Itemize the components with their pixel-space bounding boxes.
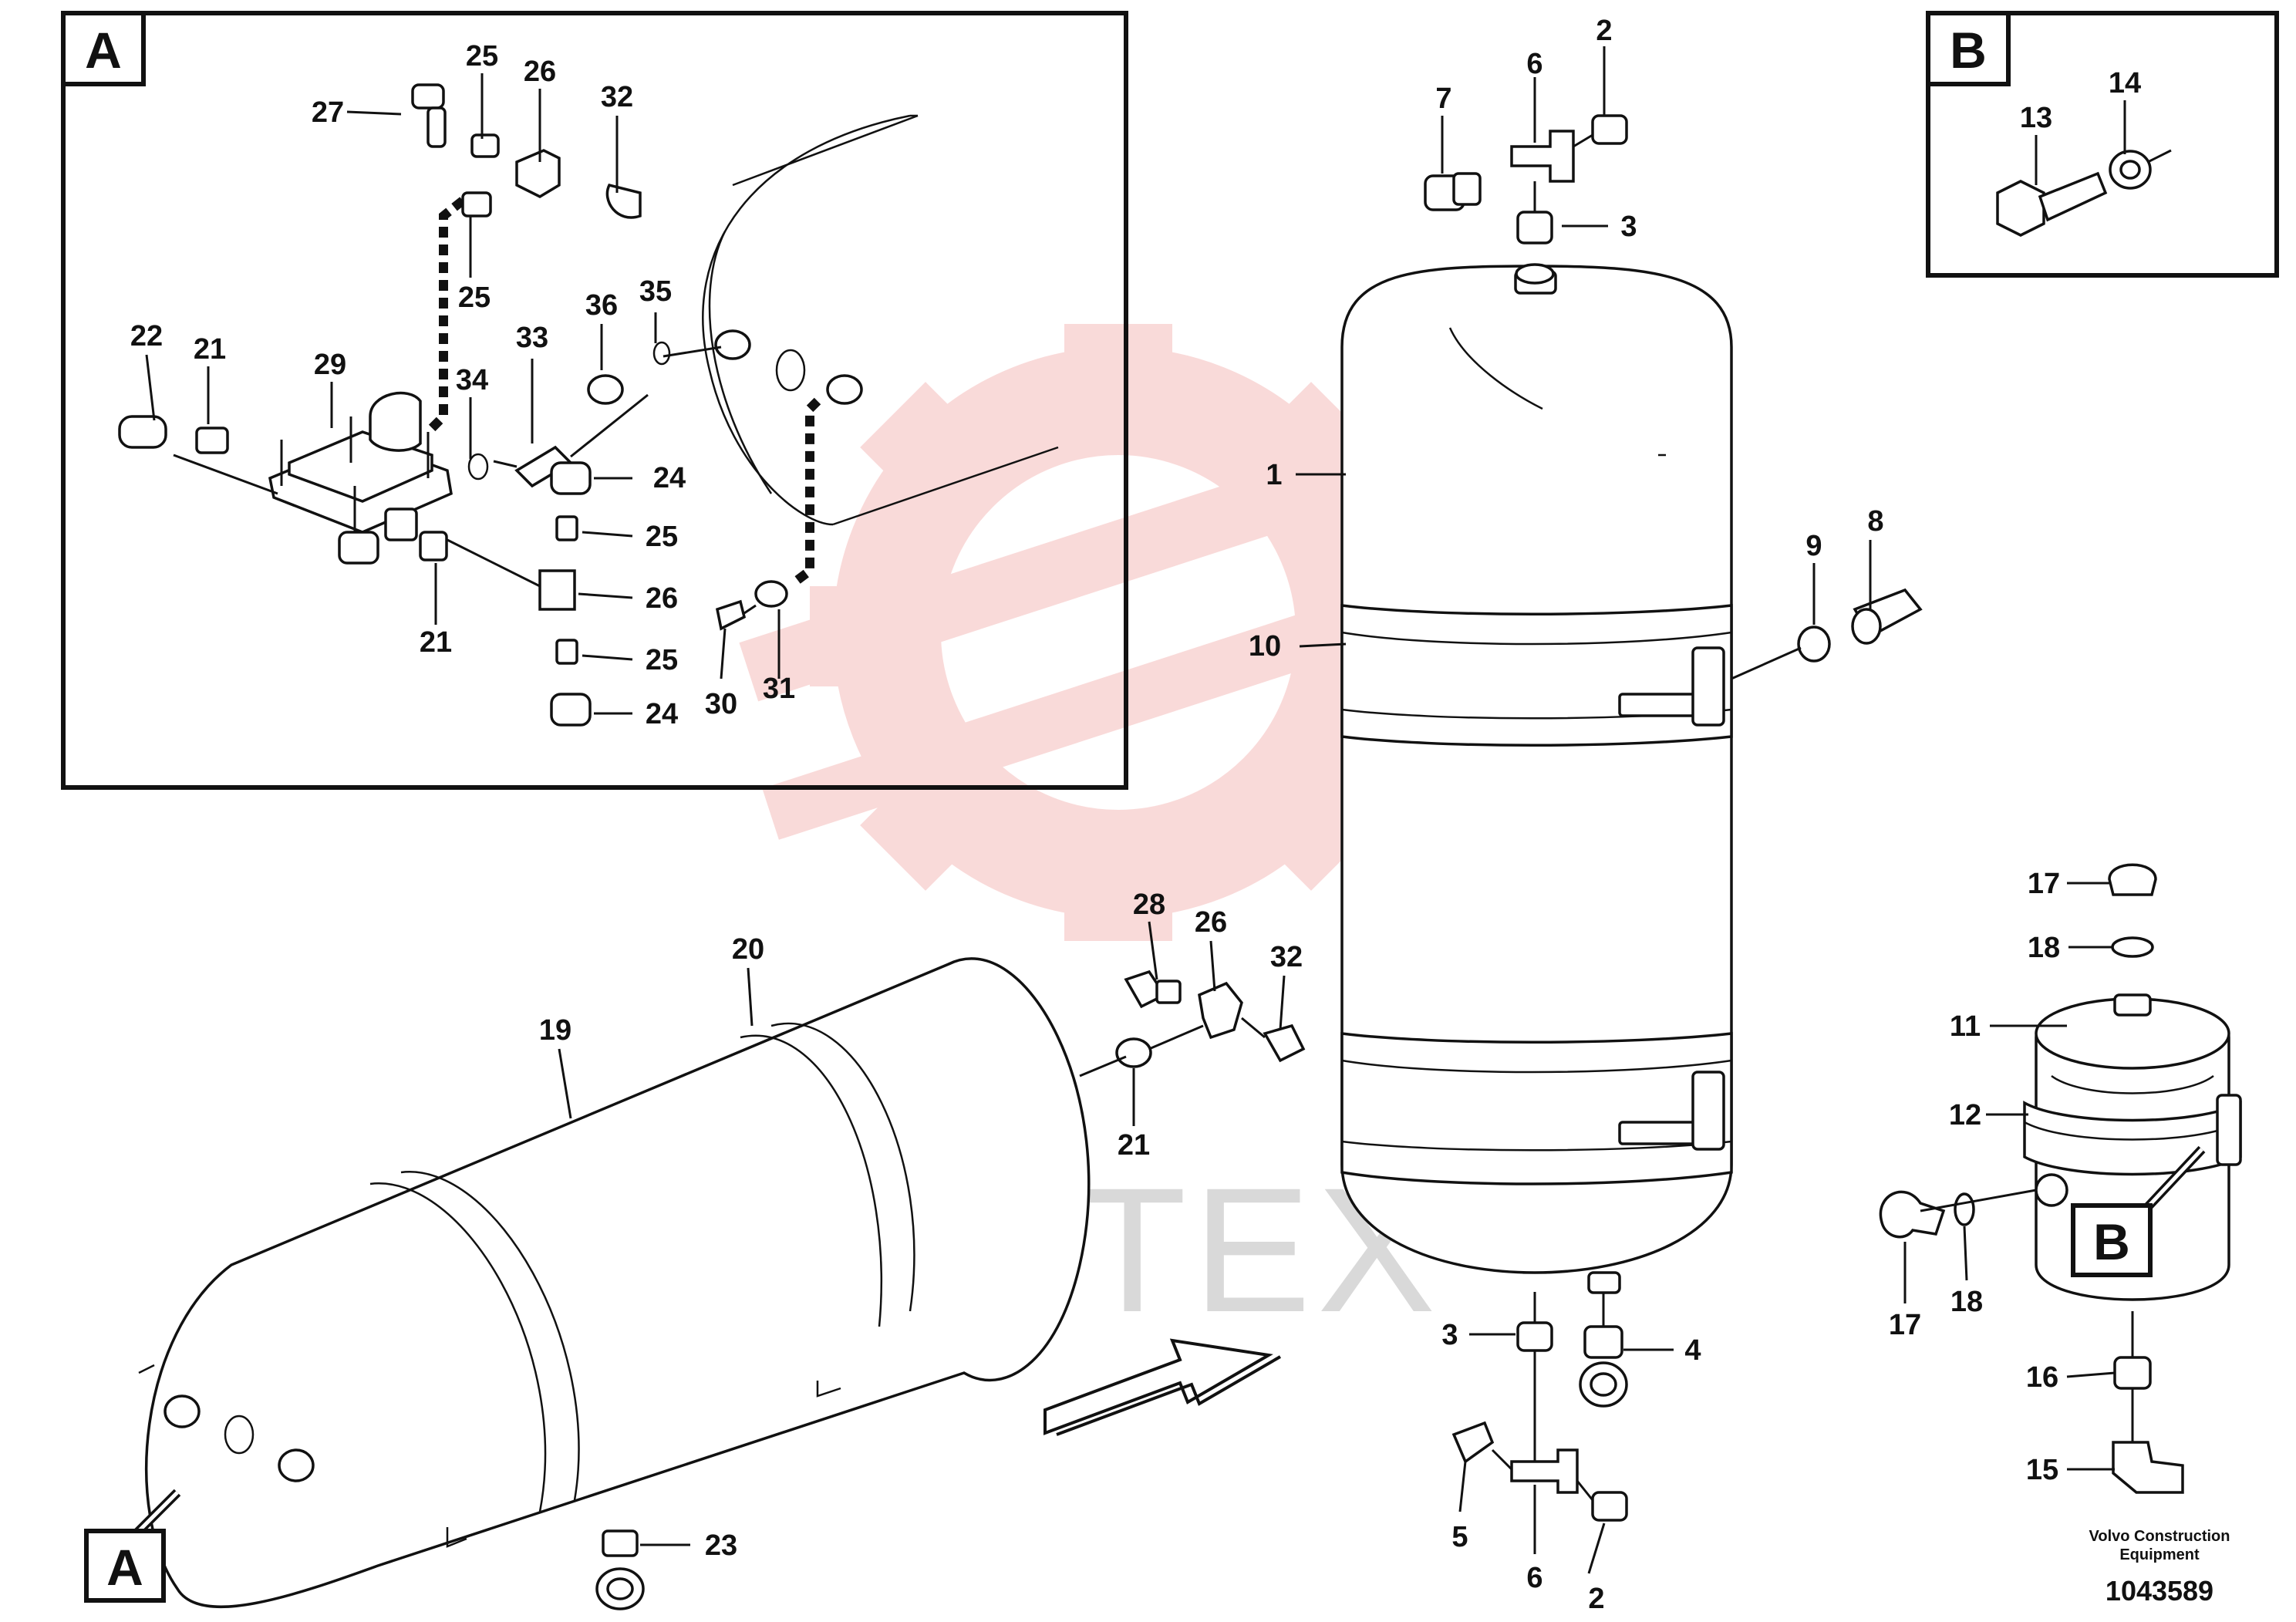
detail-a-leaders <box>145 73 781 715</box>
label-4: 4 <box>1684 1334 1701 1367</box>
label-21: 21 <box>194 333 226 366</box>
label-2: 2 <box>1596 15 1612 47</box>
label-24: 24 <box>646 698 678 730</box>
horizontal-tank <box>138 957 1091 1610</box>
label-12: 12 <box>1949 1099 1981 1131</box>
detail-box-b-letter: B <box>1950 22 1987 79</box>
label-27: 27 <box>312 96 344 129</box>
label-34: 34 <box>456 364 488 396</box>
label-2: 2 <box>1588 1583 1604 1615</box>
vertical-tank-fittings <box>1424 114 1923 1522</box>
label-26: 26 <box>524 56 556 88</box>
detail-box-b: B 13 14 <box>1926 11 2279 278</box>
company-line-2: Equipment <box>2119 1546 2200 1563</box>
horizontal-tank-fittings <box>1079 969 1306 1077</box>
horizontal-tank-leaders <box>558 921 1286 1546</box>
vertical-tank <box>1340 263 1733 1294</box>
label-26: 26 <box>646 582 678 615</box>
label-32: 32 <box>601 81 633 113</box>
label-15: 15 <box>2026 1454 2058 1486</box>
label-17: 17 <box>2028 868 2060 900</box>
label-21: 21 <box>1118 1129 1150 1162</box>
label-14: 14 <box>2109 67 2141 99</box>
label-24: 24 <box>653 462 686 494</box>
vertical-tank-leaders <box>1296 46 1872 1574</box>
callout-b-letter: B <box>2093 1213 2130 1270</box>
label-35: 35 <box>639 275 672 308</box>
label-22: 22 <box>130 320 163 352</box>
label-31: 31 <box>763 673 795 705</box>
label-18: 18 <box>1950 1286 1983 1318</box>
watermark-gear-logo <box>739 324 1427 941</box>
label-25: 25 <box>646 644 678 676</box>
drawing-number: 1043589 <box>2106 1575 2213 1607</box>
label-13: 13 <box>2020 102 2052 134</box>
label-21: 21 <box>420 626 452 659</box>
detail-box-a-letter: A <box>85 22 122 79</box>
label-6: 6 <box>1526 48 1542 80</box>
label-33: 33 <box>516 322 548 354</box>
callout-a: A <box>84 1489 181 1603</box>
label-16: 16 <box>2026 1361 2058 1394</box>
label-19: 19 <box>539 1014 571 1047</box>
label-36: 36 <box>585 289 618 322</box>
label-25: 25 <box>458 282 491 314</box>
callout-a-letter: A <box>106 1539 143 1596</box>
label-1: 1 <box>1266 459 1282 491</box>
label-32: 32 <box>1270 941 1303 973</box>
small-tank-leaders <box>1903 882 2116 1471</box>
label-6: 6 <box>1526 1562 1542 1594</box>
label-8: 8 <box>1867 505 1883 538</box>
detail-a-tank <box>702 114 1059 526</box>
label-25: 25 <box>646 521 678 553</box>
detail-a-fittings <box>118 83 788 727</box>
small-tank <box>1879 863 2242 1494</box>
detail-box-a: A <box>61 11 1128 790</box>
label-5: 5 <box>1451 1521 1468 1553</box>
label-10: 10 <box>1249 630 1281 663</box>
label-28: 28 <box>1133 889 1165 921</box>
label-9: 9 <box>1805 530 1822 562</box>
label-11: 11 <box>1950 1010 1981 1043</box>
label-20: 20 <box>732 933 764 966</box>
label-3: 3 <box>1441 1319 1458 1351</box>
direction-arrow-shape <box>1043 1338 1282 1436</box>
callout-b: B <box>2071 1145 2206 1277</box>
label-23: 23 <box>705 1529 737 1562</box>
label-25: 25 <box>466 40 498 73</box>
label-3: 3 <box>1620 211 1637 243</box>
valve-29 <box>268 391 453 565</box>
label-30: 30 <box>705 688 737 720</box>
label-26: 26 <box>1195 906 1227 939</box>
company-line-1: Volvo Construction <box>2089 1528 2230 1545</box>
label-7: 7 <box>1435 83 1451 115</box>
label-17: 17 <box>1889 1309 1921 1341</box>
label-29: 29 <box>314 349 346 381</box>
label-18: 18 <box>2028 932 2060 964</box>
